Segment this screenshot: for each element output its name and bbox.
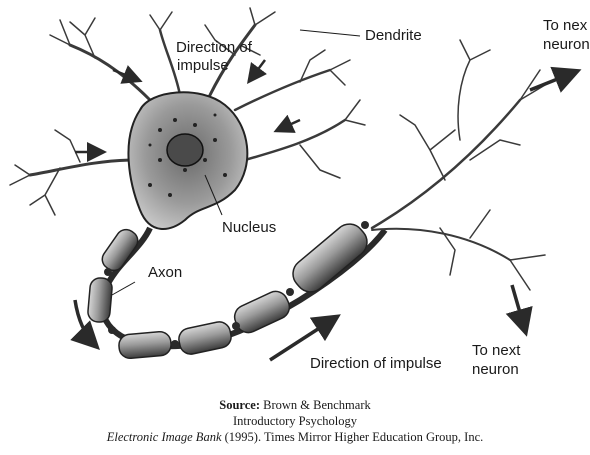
caption-publisher-text: (1995). Times Mirror Higher Education Gr… [222, 430, 484, 444]
caption-publisher: Electronic Image Bank (1995). Times Mirr… [0, 430, 590, 445]
label-dendrite: Dendrite [365, 27, 422, 44]
myelin-segment [118, 331, 172, 359]
caption-source: Source: Brown & Benchmark [0, 398, 590, 413]
caption-source-label: Source: [219, 398, 260, 412]
myelin-segment [231, 287, 294, 336]
node-of-ranvier [361, 221, 369, 229]
caption-bank-title: Electronic Image Bank [107, 430, 222, 444]
label-axon: Axon [148, 264, 182, 281]
arrow-icon [512, 285, 525, 330]
caption-book-title: Introductory Psychology [0, 414, 590, 429]
label-direction-of-impulse: Direction of impulse [310, 355, 442, 372]
axon-terminals [372, 40, 545, 290]
label-to-next-top-1: To nex [543, 17, 588, 34]
node-of-ranvier [171, 340, 179, 348]
node-of-ranvier [286, 288, 294, 296]
label-nucleus: Nucleus [222, 219, 276, 236]
arrow-icon [270, 318, 335, 360]
caption-source-text: Brown & Benchmark [260, 398, 371, 412]
myelin-segment [177, 320, 233, 356]
label-to-next-bottom-1: To next [472, 342, 521, 359]
axon [87, 218, 385, 359]
arrow-icon [278, 120, 300, 130]
node-of-ranvier [232, 322, 240, 330]
nucleus [167, 134, 203, 166]
arrow-icon [250, 60, 265, 80]
label-to-next-top-2: neuron [543, 36, 590, 53]
myelin-segment [87, 277, 113, 323]
node-of-ranvier [108, 326, 116, 334]
label-direction-of: Direction of [176, 39, 253, 56]
label-impulse: impulse [177, 57, 229, 74]
label-to-next-bottom-2: neuron [472, 361, 519, 378]
node-of-ranvier [104, 268, 112, 276]
